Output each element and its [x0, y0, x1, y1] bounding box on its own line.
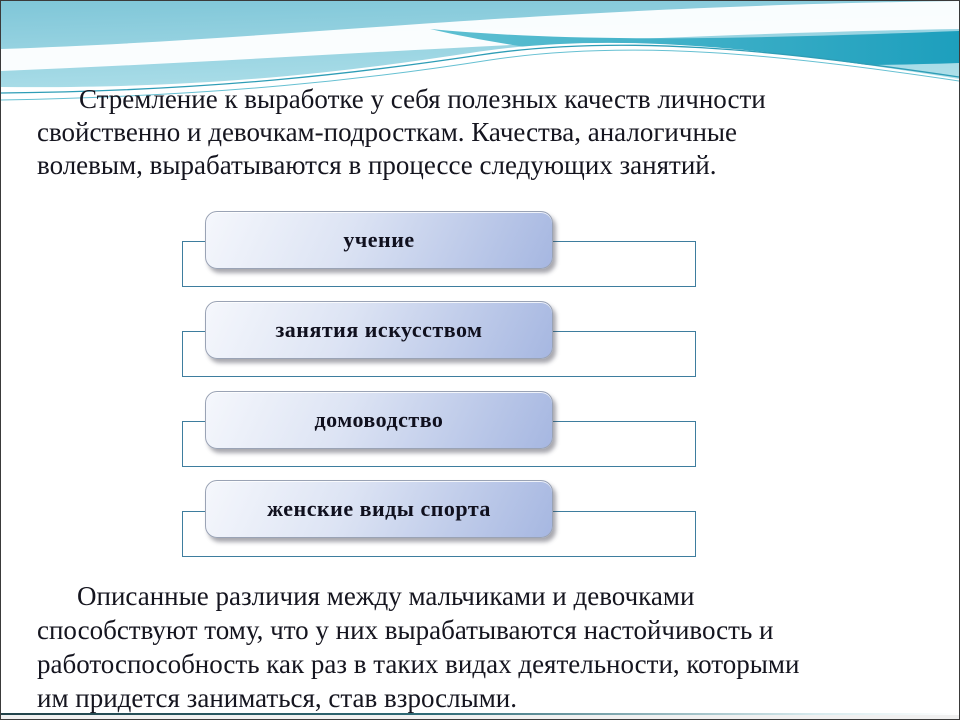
conclusion-paragraph: Описанные различия между мальчиками и де…	[37, 581, 800, 713]
footer-accent-line	[1, 713, 959, 715]
header-wave-decoration	[1, 1, 959, 111]
intro-paragraph: Стремление к выработке у себя полезных к…	[37, 84, 766, 180]
activity-label: женские виды спорта	[267, 496, 491, 521]
activity-label: домоводство	[314, 407, 444, 432]
footer-underlay	[1, 715, 959, 719]
activity-shape-uchenie: учение	[205, 211, 553, 269]
activity-shape-sport: женские виды спорта	[205, 480, 553, 538]
footer-line-decoration	[1, 711, 959, 719]
activity-shape-iskusstvo: занятия искусством	[205, 301, 553, 359]
activity-label: учение	[343, 227, 415, 252]
activity-shape-domovodstvo: домоводство	[205, 391, 553, 449]
activity-label: занятия искусством	[275, 317, 483, 342]
